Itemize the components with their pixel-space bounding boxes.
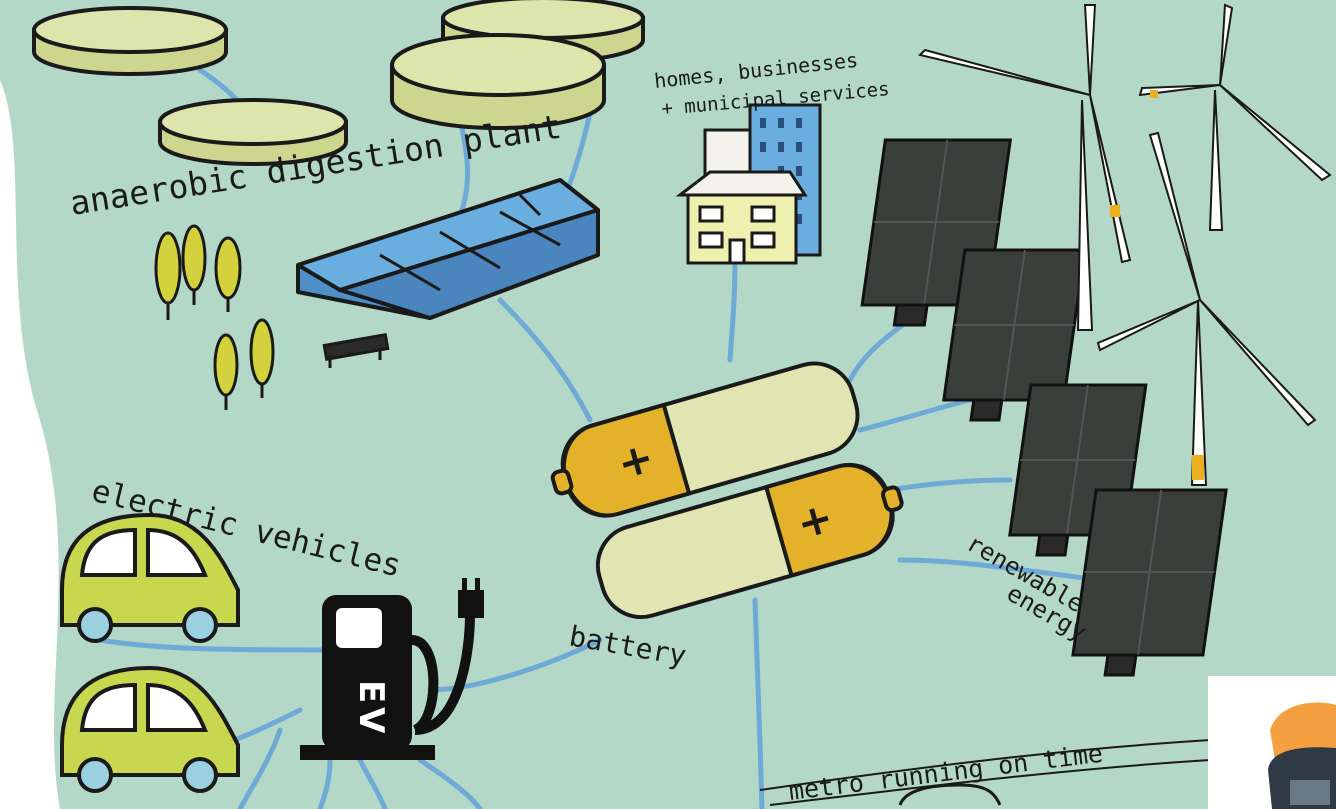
electric-car-2 [60, 665, 240, 793]
battery-to-ev [427, 637, 603, 693]
ev-down-3 [237, 727, 283, 809]
small-bench [322, 332, 390, 368]
trees [154, 224, 275, 410]
solar-to-battery-2 [857, 397, 973, 433]
wind-turbine-1 [918, 4, 1132, 331]
battery-to-metro [752, 597, 765, 809]
electric-car-1 [60, 512, 240, 643]
solar-panel-4 [1071, 488, 1228, 677]
tank-1 [32, 6, 228, 76]
homes-to-battery [727, 257, 738, 363]
digestion-tanks [32, 0, 645, 166]
battery-top: + [550, 361, 860, 518]
metro-tracks [759, 739, 1211, 806]
solar-panels [860, 138, 1228, 677]
tank-link-3 [457, 117, 470, 218]
plant-to-battery [497, 297, 593, 423]
battery-bottom: + [595, 462, 904, 620]
metro-train-icon [898, 783, 1002, 806]
tank-2 [158, 98, 348, 166]
digestion-plant-building [296, 178, 600, 320]
ev-down-2 [357, 757, 388, 809]
tank-4 [390, 33, 606, 130]
wind-turbines [918, 3, 1332, 486]
white-margin [1260, 0, 1336, 480]
wind-turbine-3 [1096, 131, 1317, 486]
wind-turbine-2 [1138, 3, 1332, 231]
solar-to-battery-4 [897, 557, 1103, 583]
solar-to-battery-3 [887, 477, 1013, 493]
ev-sign-text: E V [351, 680, 391, 734]
ev-charging-station: E V [300, 578, 484, 760]
homes-and-buildings [675, 103, 822, 265]
watch-photo-fragment [1208, 676, 1336, 809]
ev-down-4 [417, 757, 483, 809]
car1-to-ev [97, 637, 333, 653]
ev-down-1 [317, 757, 333, 809]
solar-panel-2 [942, 248, 1087, 422]
